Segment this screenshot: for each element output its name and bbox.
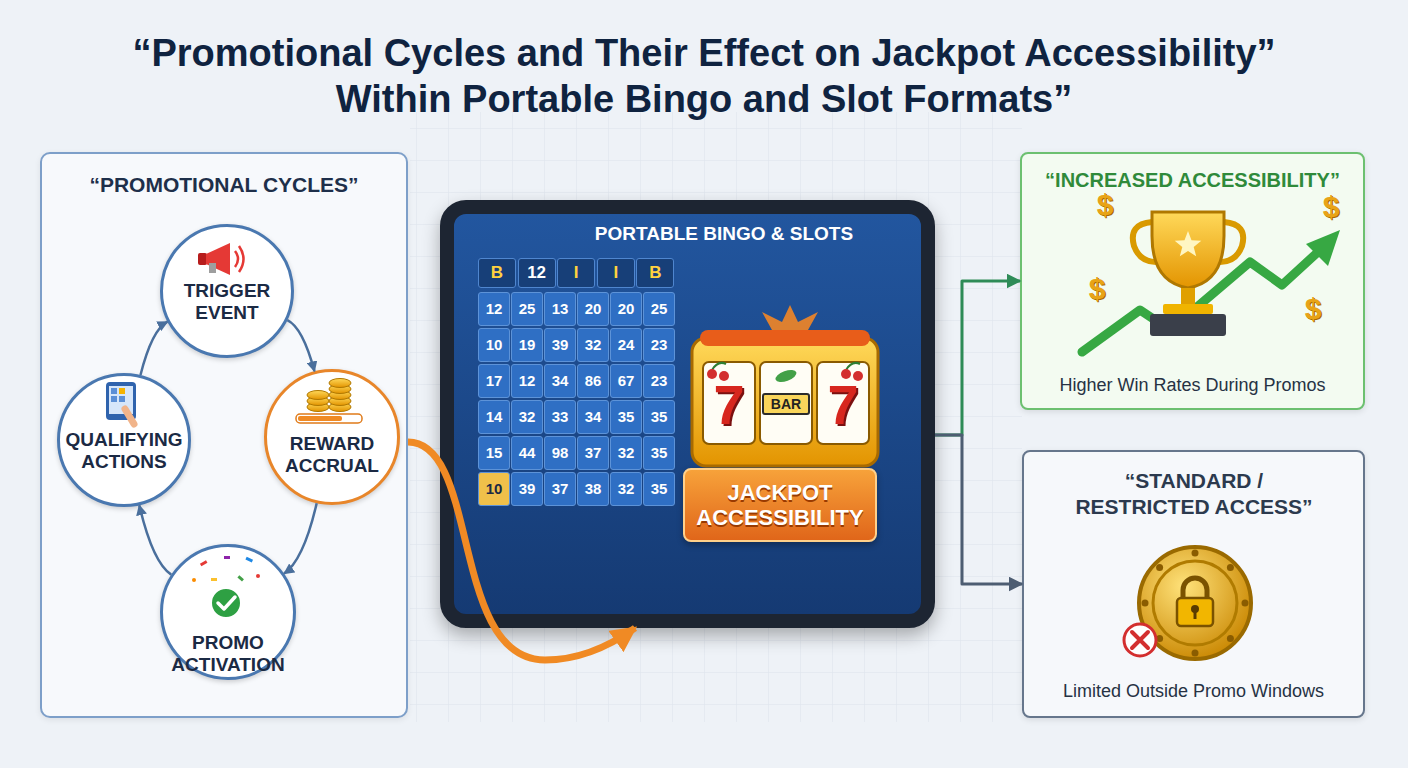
bingo-number-cell: 35: [643, 472, 675, 506]
dollar-symbol: $: [1318, 190, 1344, 224]
cycle-step-circle: TRIGGER EVENT: [160, 224, 294, 358]
bingo-number-cell: 14: [478, 400, 510, 434]
bingo-header-cell: I: [557, 258, 595, 288]
bingo-number-cell: 39: [544, 328, 576, 362]
bingo-number-cell: 20: [610, 292, 642, 326]
flow-connector: [935, 435, 1022, 584]
bingo-number-cell: 35: [643, 436, 675, 470]
bingo-number-cell: 10: [478, 328, 510, 362]
flow-connector: [935, 281, 1020, 435]
diagram-title: “Promotional Cycles and Their Effect on …: [99, 30, 1309, 122]
outcome-box: “INCREASED ACCESSIBILITY” Higher Win Rate…: [1020, 152, 1365, 410]
reel-symbol: 7: [817, 372, 869, 438]
reel-symbol: 7: [703, 372, 755, 438]
step-label: QUALIFYING ACTIONS: [65, 429, 183, 473]
bingo-number-cell: 35: [610, 400, 642, 434]
box-body: Limited Outside Promo Windows: [1024, 680, 1363, 702]
cycle-panel: “PROMOTIONAL CYCLES” TRIGGER EVENT REWARD …: [40, 152, 408, 718]
bingo-number-cell: 37: [544, 472, 576, 506]
bingo-number-cell: 32: [511, 400, 543, 434]
bingo-number-cell: 13: [544, 292, 576, 326]
bingo-number-cell: 34: [544, 364, 576, 398]
bingo-header-cell: 12: [518, 258, 556, 288]
bingo-number-cell: 67: [610, 364, 642, 398]
bingo-number-cell: 44: [511, 436, 543, 470]
cycle-step-circle: PROMO ACTIVATION: [160, 544, 296, 680]
box-body: Higher Win Rates During Promos: [1022, 374, 1363, 396]
bingo-number-cell: 17: [478, 364, 510, 398]
dollar-symbol: $: [1084, 272, 1110, 306]
jackpot-banner: JACKPOT ACCESSIBILITY: [683, 468, 877, 542]
bingo-number-cell: 33: [544, 400, 576, 434]
reel-symbol: BAR: [762, 393, 810, 415]
bingo-number-cell: 25: [643, 292, 675, 326]
bingo-number-cell: 98: [544, 436, 576, 470]
bingo-number-cell: 34: [577, 400, 609, 434]
bingo-header-cell: B: [636, 258, 674, 288]
bingo-number-cell: 24: [610, 328, 642, 362]
bingo-number-cell: 32: [610, 436, 642, 470]
bingo-number-cell: 38: [577, 472, 609, 506]
banner-text: JACKPOT ACCESSIBILITY: [685, 480, 875, 530]
step-label: TRIGGER EVENT: [168, 280, 286, 324]
box-heading: “STANDARD / RESTRICTED ACCESS”: [1064, 468, 1324, 520]
bingo-header-cell: B: [478, 258, 516, 288]
bingo-number-cell: 37: [577, 436, 609, 470]
bingo-number-cell: 86: [577, 364, 609, 398]
bingo-number-cell: 20: [577, 292, 609, 326]
step-label: PROMO ACTIVATION: [168, 632, 288, 676]
dollar-symbol: $: [1092, 188, 1118, 222]
panel-heading: “PROMOTIONAL CYCLES”: [42, 172, 406, 198]
bingo-number-cell: 35: [643, 400, 675, 434]
grid-area: [410, 112, 1022, 722]
bingo-number-cell: 12: [511, 364, 543, 398]
box-heading: “INCREASED ACCESSIBILITY”: [1022, 168, 1363, 193]
bingo-number-cell: 23: [643, 328, 675, 362]
bingo-header-cell: I: [597, 258, 635, 288]
bingo-number-cell: 15: [478, 436, 510, 470]
cycle-step-circle: QUALIFYING ACTIONS: [57, 373, 191, 507]
bingo-number-cell: 32: [577, 328, 609, 362]
bingo-number-cell: 10: [478, 472, 510, 506]
outcome-box: “STANDARD / RESTRICTED ACCESS” Limited Ou…: [1022, 450, 1365, 718]
bingo-number-cell: 32: [610, 472, 642, 506]
cycle-step-circle: REWARD ACCRUAL: [264, 369, 400, 505]
bingo-number-cell: 39: [511, 472, 543, 506]
bingo-number-cell: 25: [511, 292, 543, 326]
bingo-number-cell: 23: [643, 364, 675, 398]
step-label: REWARD ACCRUAL: [272, 433, 392, 477]
bingo-number-cell: 12: [478, 292, 510, 326]
dollar-symbol: $: [1300, 292, 1326, 326]
bingo-number-cell: 19: [511, 328, 543, 362]
tablet-heading: PORTABLE BINGO & SLOTS: [564, 222, 884, 246]
